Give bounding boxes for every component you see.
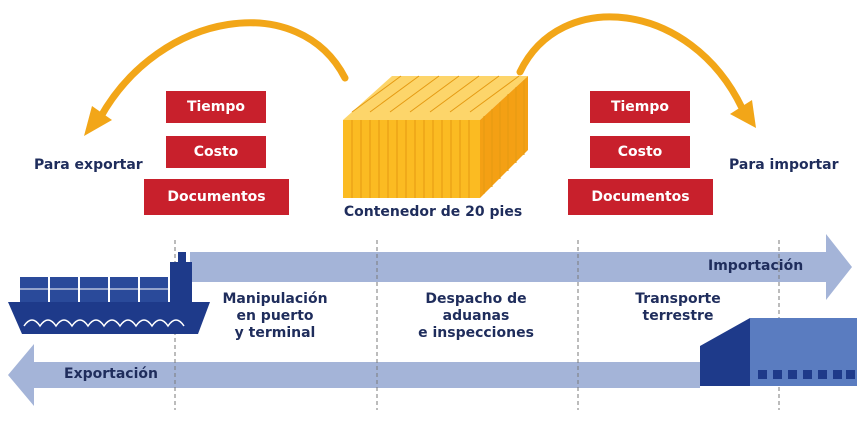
import-flow-label: Importación: [708, 258, 804, 274]
import-cost-box: Costo: [590, 136, 690, 168]
container-caption: Contenedor de 20 pies: [343, 204, 523, 220]
ship-illustration: [8, 252, 210, 334]
warehouse-illustration: [700, 318, 857, 386]
import-documents-box: Documentos: [568, 179, 713, 215]
export-cost-box: Costo: [166, 136, 266, 168]
import-flow-arrow: [190, 234, 852, 300]
export-documents-box: Documentos: [144, 179, 289, 215]
export-flow-label: Exportación: [64, 366, 158, 382]
stage-inland-transport: Transporte terrestre: [635, 291, 721, 324]
export-arc-arrowhead: [84, 106, 112, 136]
import-arc-arrowhead: [730, 100, 756, 128]
export-title: Para exportar: [34, 157, 143, 173]
container-illustration: [343, 75, 528, 198]
import-title: Para importar: [729, 157, 839, 173]
stage-port-handling: Manipulación en puerto y terminal: [222, 291, 328, 341]
import-arc-arrow: [516, 13, 746, 112]
export-time-box: Tiempo: [166, 91, 266, 123]
export-arc-arrow: [96, 19, 349, 122]
stage-customs: Despacho de aduanas e inspecciones: [418, 291, 534, 341]
export-flow-arrow: [8, 344, 700, 406]
import-time-box: Tiempo: [590, 91, 690, 123]
